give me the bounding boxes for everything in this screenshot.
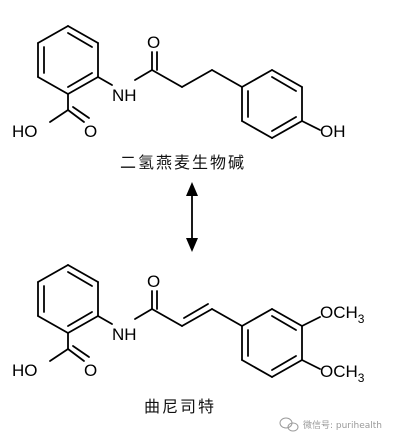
bottom-molecule: HO O NH O OCH3 OC [12,264,365,416]
bottom-carbonyl-o-label: O [147,272,160,291]
top-acid-ho-label: HO [12,122,38,141]
top-molecule: HO O NH O OH 二氢燕麦生物碱 [12,25,346,172]
top-carbonyl-o-label: O [147,33,160,52]
top-benzoic-ring [37,25,99,95]
top-nh-label: NH [112,86,137,105]
bottom-dimethoxy-ring: OCH3 OCH3 [241,303,365,385]
bottom-methoxy-1-label: OCH3 [320,303,365,326]
bottom-acid-ho-label: HO [12,361,38,380]
top-molecule-name: 二氢燕麦生物碱 [120,153,246,172]
watermark-text: 微信号: purihealth [303,419,382,431]
top-acid-o-label: O [84,122,97,141]
top-phenol-ring: OH [241,69,346,141]
top-amide-chain: NH O [97,33,243,105]
top-phenol-oh-label: OH [320,122,346,141]
watermark: 微信号: purihealth [279,417,382,432]
wechat-icon [279,417,299,432]
bottom-benzoic-ring [37,264,99,334]
double-arrow-icon [186,182,198,252]
bottom-nh-label: NH [112,325,137,344]
bottom-carboxyl-group: HO O [12,332,97,380]
top-carboxyl-group: HO O [12,93,97,141]
bottom-methoxy-2-label: OCH3 [320,362,365,385]
bottom-amide-chain: NH O [97,272,243,344]
bottom-acid-o-label: O [84,361,97,380]
bottom-molecule-name: 曲尼司特 [144,397,216,416]
